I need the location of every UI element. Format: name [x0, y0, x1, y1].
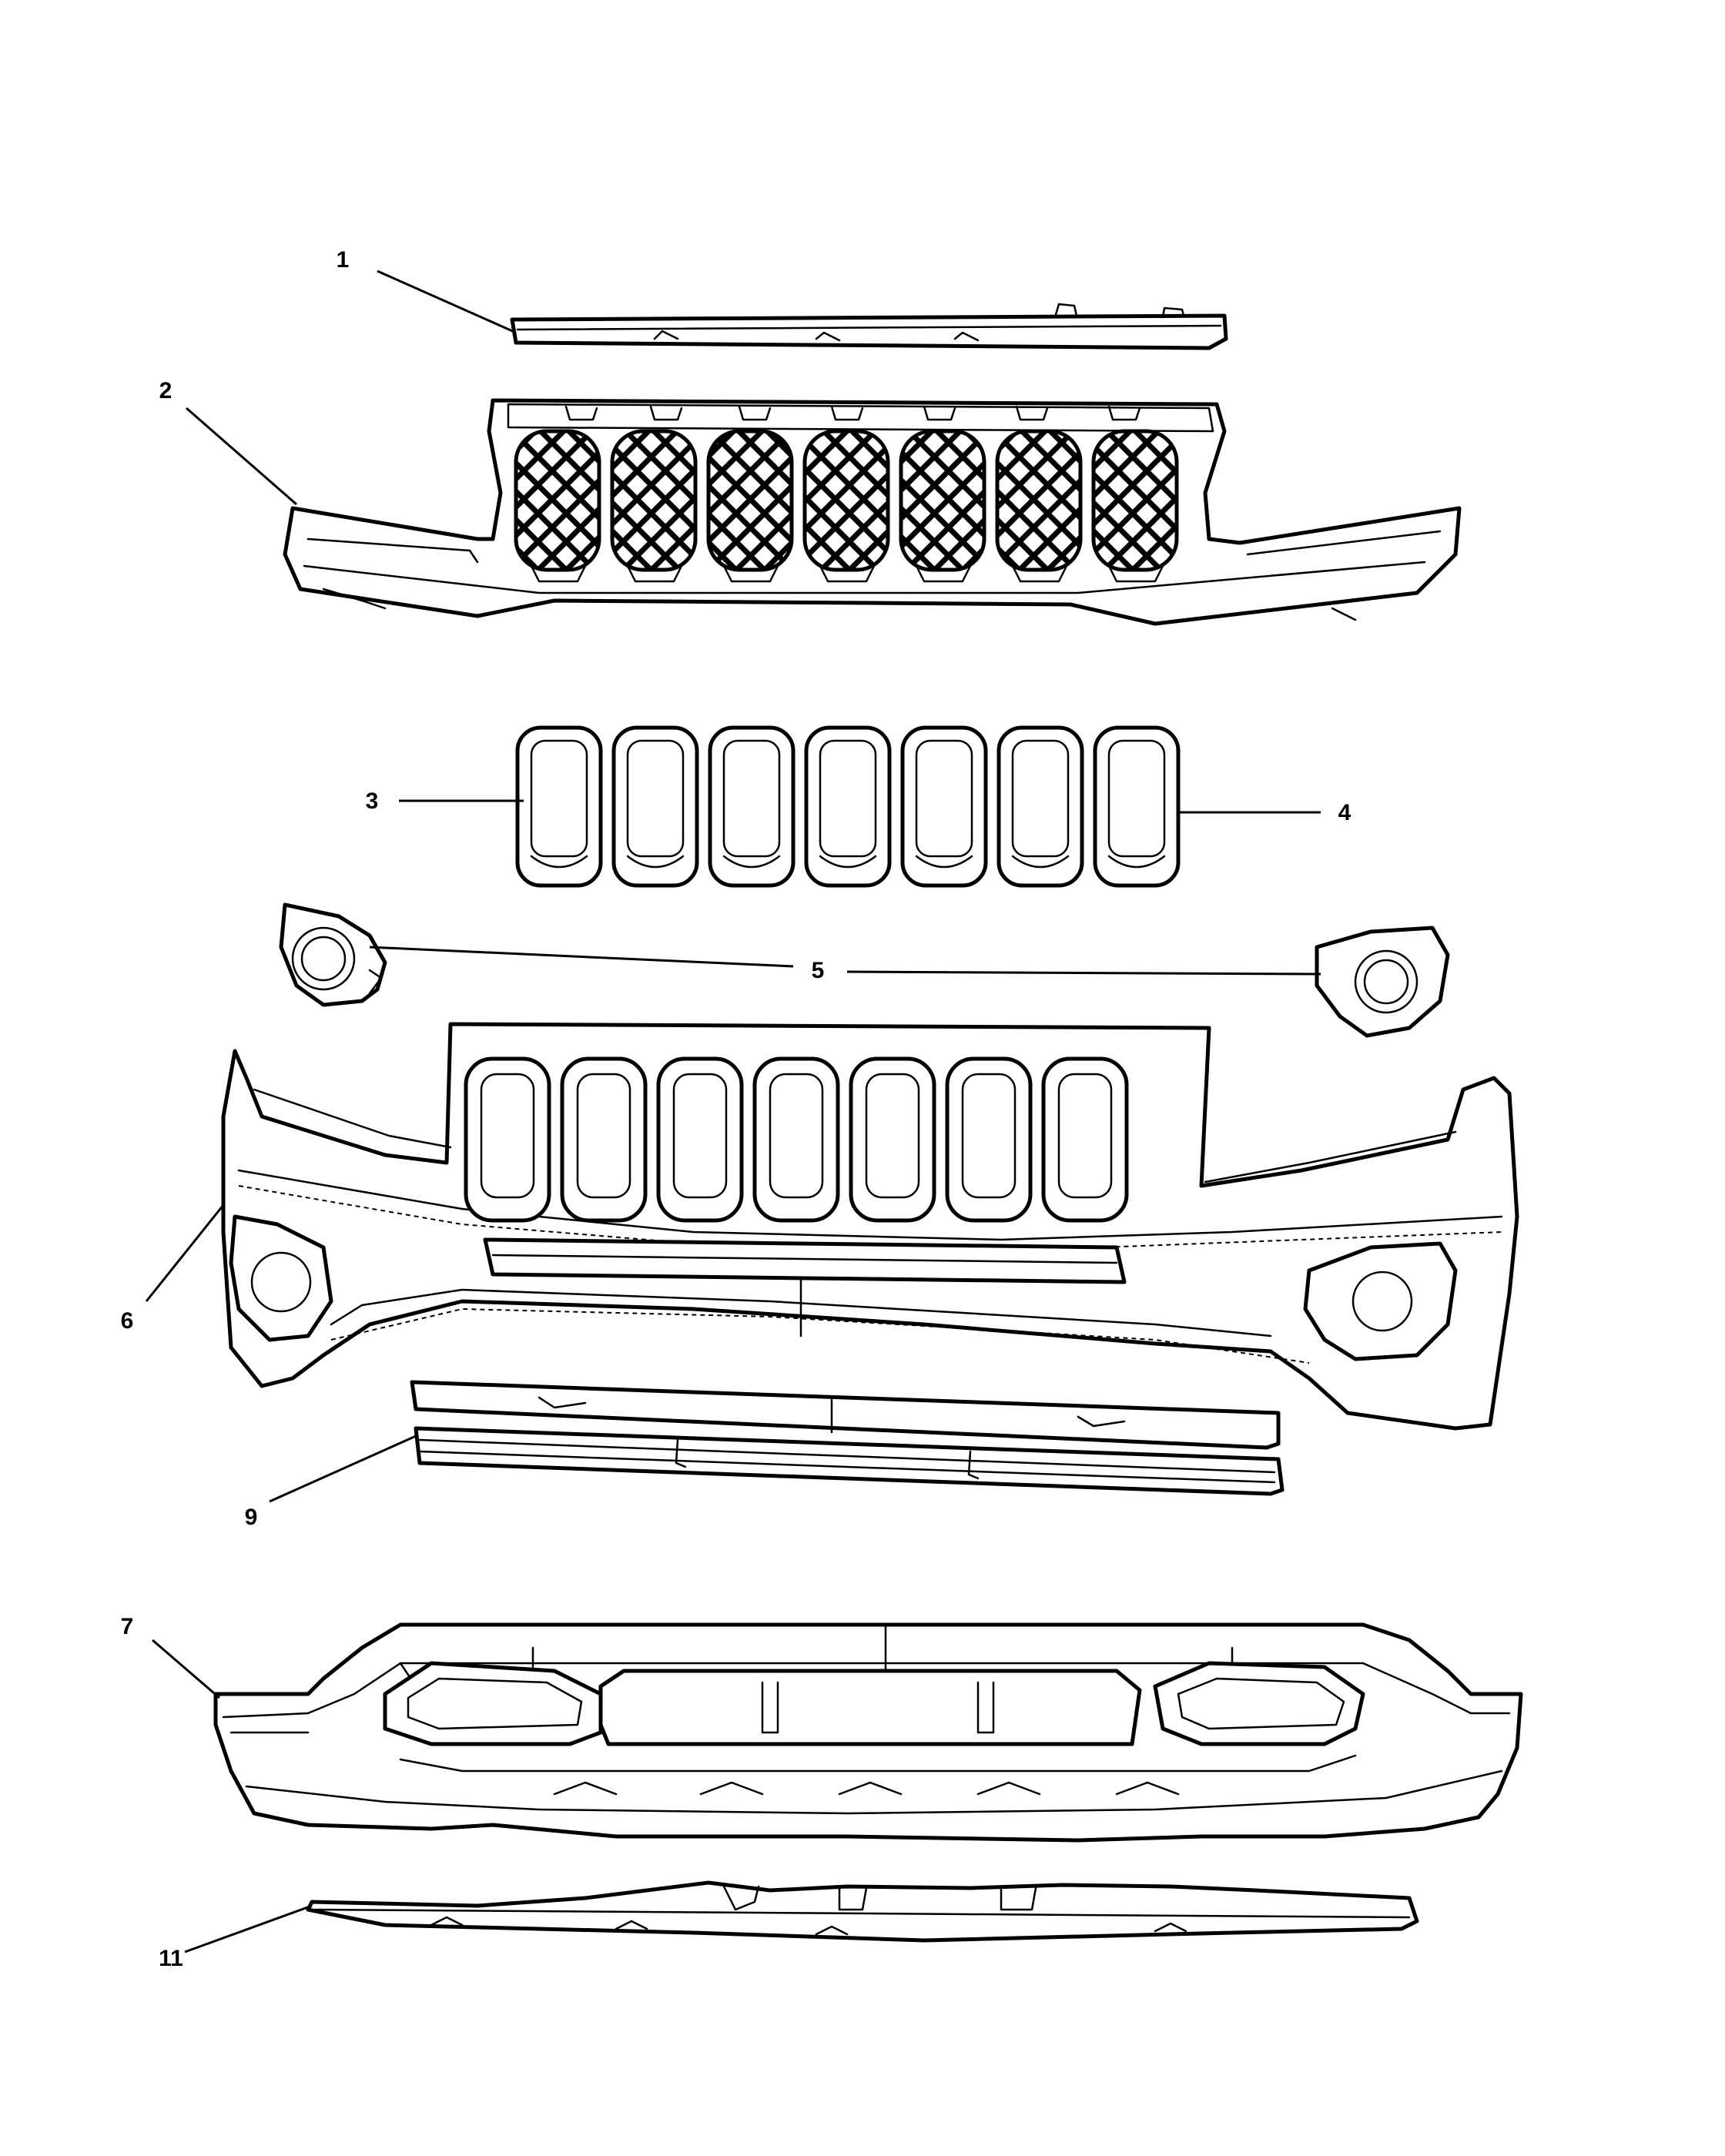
leader-11 [184, 1904, 313, 1953]
leader-6 [145, 1204, 225, 1302]
parts-3-4-grille-bezels [515, 725, 1181, 888]
bezel-ring [804, 725, 892, 888]
part-5-fog-lamp-bezel-right [1315, 926, 1450, 1038]
bezel-ring [515, 725, 603, 888]
leader-lines [145, 270, 1321, 1953]
callout-4: 4 [1338, 800, 1352, 825]
bezel-ring [900, 725, 988, 888]
part-5-fog-lamp-bezel-left [279, 902, 387, 1007]
callout-2: 2 [159, 378, 172, 403]
bezel-ring [708, 725, 796, 888]
callout-3: 3 [366, 788, 379, 814]
bezel-ring [611, 725, 699, 888]
bezel-ring [1093, 725, 1181, 888]
leader-1 [377, 270, 517, 334]
part-7-lower-fascia [213, 1622, 1523, 1843]
callout-6: 6 [121, 1308, 134, 1334]
callout-11: 11 [159, 1946, 183, 1971]
part-9-lower-grille [410, 1380, 1285, 1496]
bezel-ring [996, 725, 1084, 888]
callout-7: 7 [121, 1614, 134, 1639]
leader-5-right [846, 970, 1321, 976]
part-6-front-fascia [221, 1022, 1519, 1431]
callout-labels: 1 2 3 4 5 6 9 7 11 [121, 247, 1352, 1971]
part-1-upper-strip [510, 303, 1228, 350]
part-2-grille-assembly [283, 398, 1462, 626]
callout-9: 9 [245, 1505, 258, 1530]
leader-5-left [369, 946, 794, 968]
callout-1: 1 [337, 247, 350, 273]
leader-9 [269, 1435, 417, 1503]
callout-5: 5 [812, 958, 825, 983]
leader-7 [152, 1639, 220, 1699]
part-11-splash-shield [306, 1880, 1419, 1943]
leader-2 [186, 407, 297, 506]
